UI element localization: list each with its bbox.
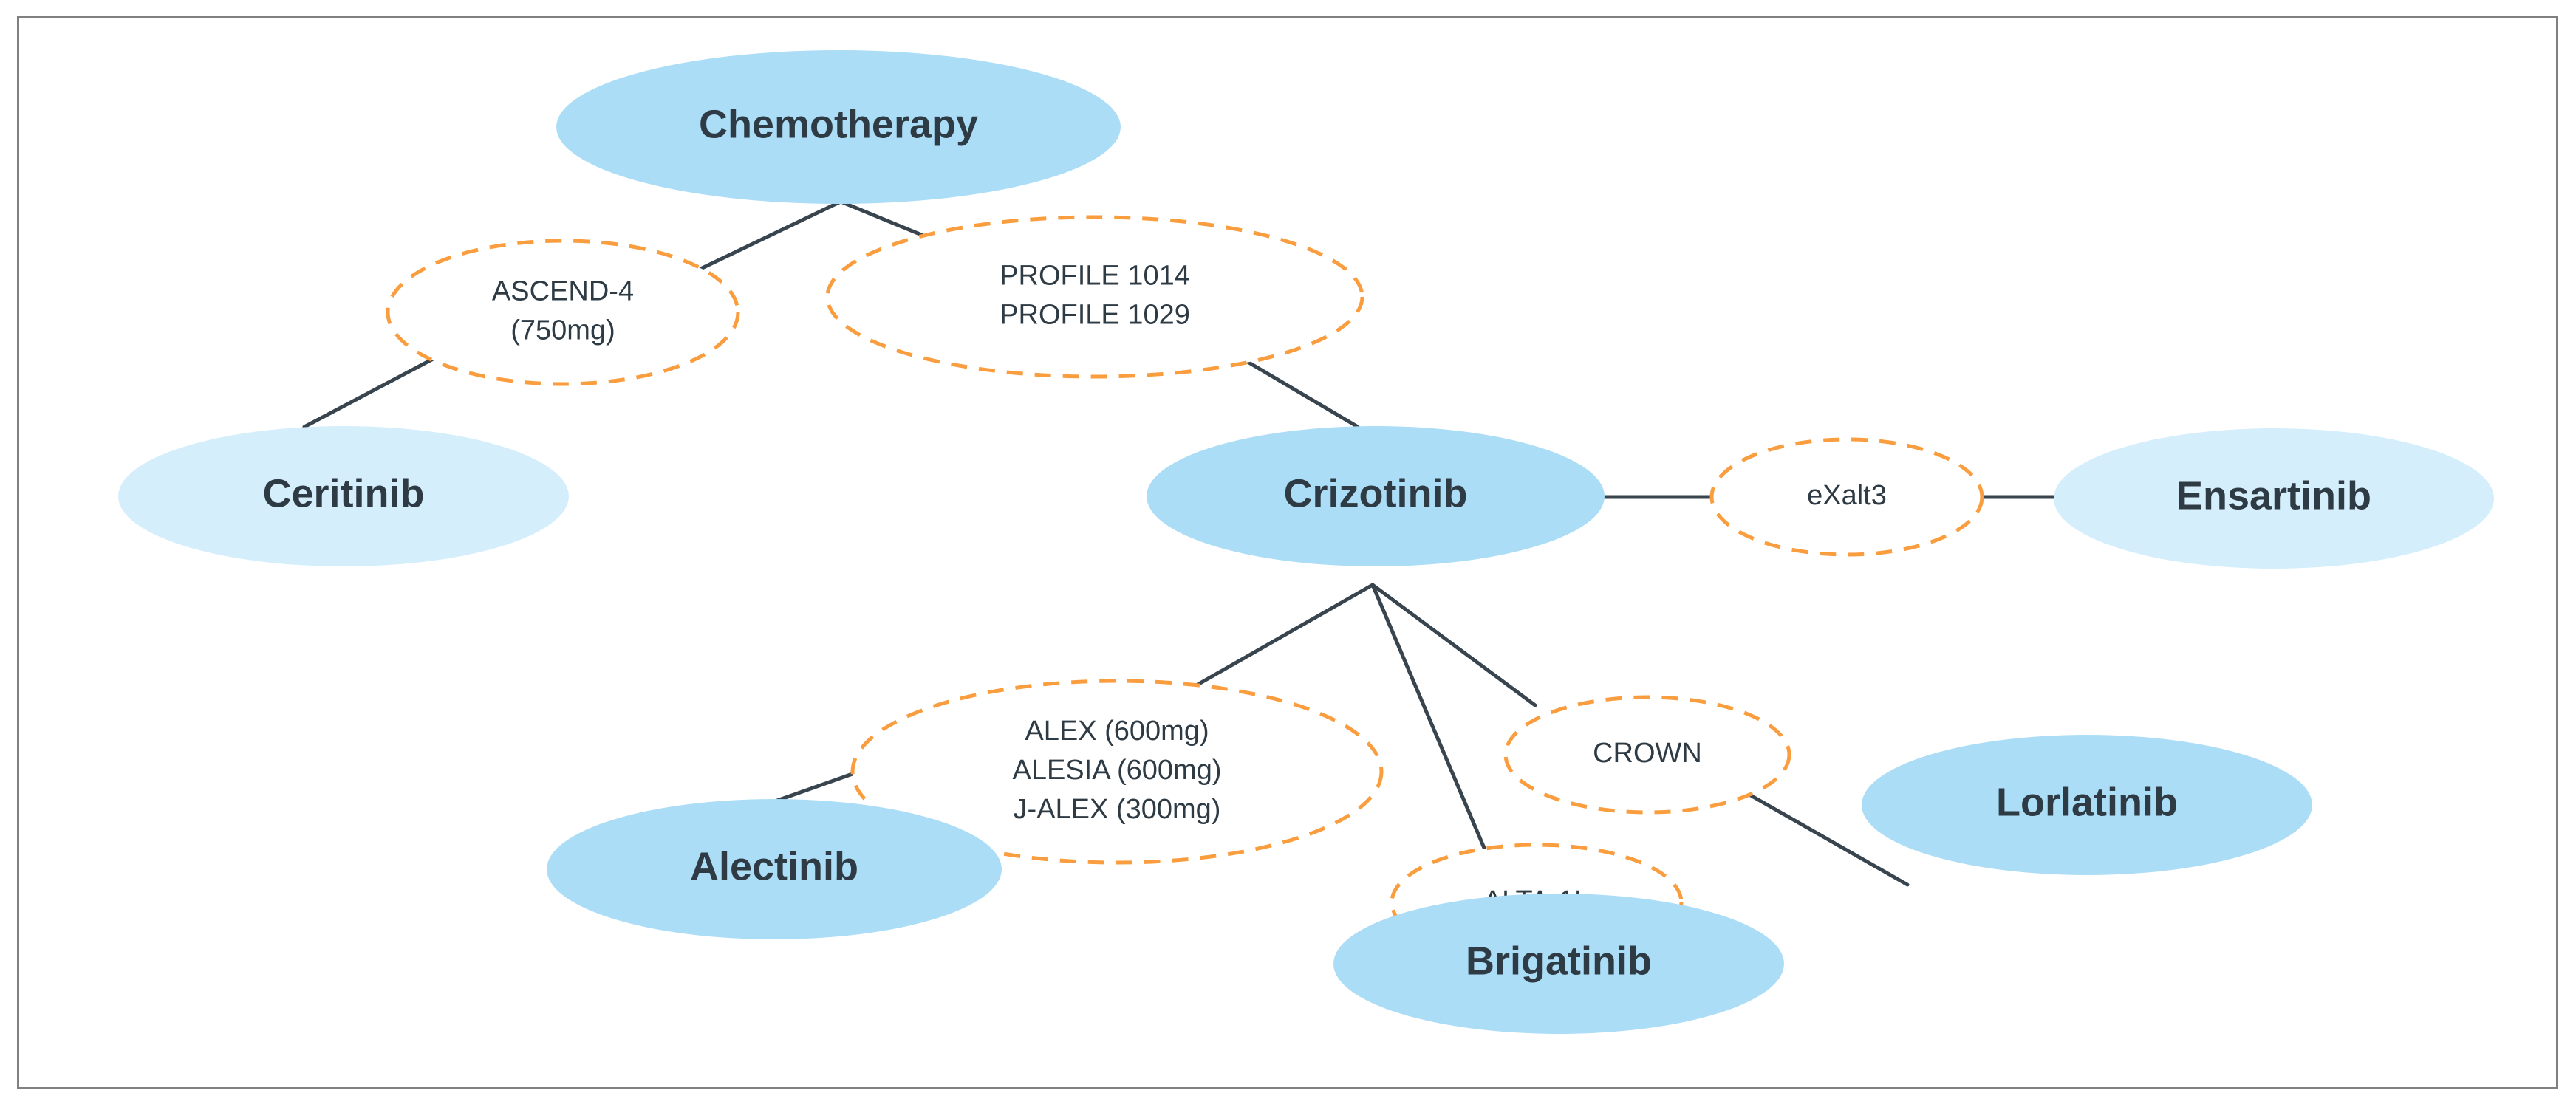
trial-bubble-exalt3[interactable]: eXalt3 bbox=[1709, 437, 1984, 557]
trial-bubble-fill-alex-group bbox=[853, 681, 1381, 863]
treatment-node-ensartinib[interactable]: Ensartinib bbox=[2054, 428, 2494, 569]
trial-bubble-fill-ascend-4 bbox=[388, 241, 738, 384]
trial-bubble-fill-profile bbox=[827, 217, 1362, 377]
trial-ellipse-exalt3 bbox=[1709, 437, 1984, 557]
trial-ellipse-alex-group bbox=[850, 679, 1384, 865]
treatment-node-chemotherapy[interactable]: Chemotherapy bbox=[556, 50, 1121, 204]
trial-ellipse-profile bbox=[825, 215, 1364, 379]
trial-label-exalt3-line-0: eXalt3 bbox=[1807, 480, 1887, 511]
trial-label-alex-group-line-0: ALEX (600mg) bbox=[1025, 716, 1209, 747]
edge-ascend-4-to-ceritinib bbox=[302, 355, 438, 429]
trial-bubble-ascend-4[interactable]: ASCEND-4 (750mg) bbox=[386, 239, 740, 386]
node-label-alectinib: Alectinib bbox=[690, 844, 858, 888]
trial-label-profile-line-0: PROFILE 1014 bbox=[1000, 261, 1190, 292]
trial-ellipse-alta-1l bbox=[1390, 843, 1684, 962]
node-ellipse-ceritinib bbox=[118, 426, 569, 566]
treatment-node-ceritinib[interactable]: Ceritinib bbox=[118, 426, 569, 566]
trial-bubble-crown[interactable]: CROWN bbox=[1503, 695, 1791, 815]
trial-label-profile-line-1: PROFILE 1029 bbox=[1000, 300, 1190, 331]
node-ellipse-crizotinib bbox=[1147, 426, 1605, 566]
trial-bubble-alex-group[interactable]: ALEX (600mg) ALESIA (600mg) J-ALEX (300mg) bbox=[850, 679, 1384, 865]
edge-crizotinib-to-alta-1l bbox=[1370, 583, 1492, 864]
node-ellipse-alectinib bbox=[547, 799, 1002, 939]
edge-chemotherapy-to-ascend-4 bbox=[692, 199, 843, 274]
node-label-brigatinib: Brigatinib bbox=[1466, 939, 1652, 983]
node-ellipse-brigatinib bbox=[1333, 894, 1784, 1034]
node-label-ceritinib: Ceritinib bbox=[262, 471, 424, 515]
treatment-node-brigatinib[interactable]: Brigatinib bbox=[1333, 894, 1784, 1034]
trial-bubble-fill-exalt3 bbox=[1712, 439, 1982, 555]
treatment-node-alectinib[interactable]: Alectinib bbox=[547, 799, 1002, 939]
node-label-crizotinib: Crizotinib bbox=[1284, 471, 1468, 515]
trial-label-ascend-4-line-0: ASCEND-4 bbox=[492, 276, 634, 307]
node-ellipse-ensartinib bbox=[2054, 428, 2494, 569]
edge-profile-to-crizotinib bbox=[1233, 352, 1360, 429]
edge-crizotinib-to-crown bbox=[1370, 583, 1537, 707]
treatment-node-crizotinib[interactable]: Crizotinib bbox=[1147, 426, 1605, 566]
trial-label-crown-line-0: CROWN bbox=[1593, 738, 1702, 769]
node-label-chemotherapy: Chemotherapy bbox=[699, 102, 978, 146]
trial-label-alex-group-line-1: ALESIA (600mg) bbox=[1012, 755, 1221, 786]
edge-crown-to-lorlatinib bbox=[1747, 792, 1910, 887]
trial-label-alex-group-line-2: J-ALEX (300mg) bbox=[1014, 794, 1221, 825]
trial-label-ascend-4-line-1: (750mg) bbox=[510, 315, 615, 346]
trial-ellipse-ascend-4 bbox=[386, 239, 740, 386]
node-ellipse-lorlatinib bbox=[1862, 735, 2312, 875]
treatment-node-lorlatinib[interactable]: Lorlatinib bbox=[1862, 735, 2312, 875]
node-label-lorlatinib: Lorlatinib bbox=[1996, 780, 2178, 824]
trial-ellipse-crown bbox=[1503, 695, 1791, 815]
node-ellipse-chemotherapy bbox=[556, 50, 1121, 204]
node-label-ensartinib: Ensartinib bbox=[2176, 473, 2371, 518]
trial-bubble-fill-crown bbox=[1506, 697, 1789, 812]
